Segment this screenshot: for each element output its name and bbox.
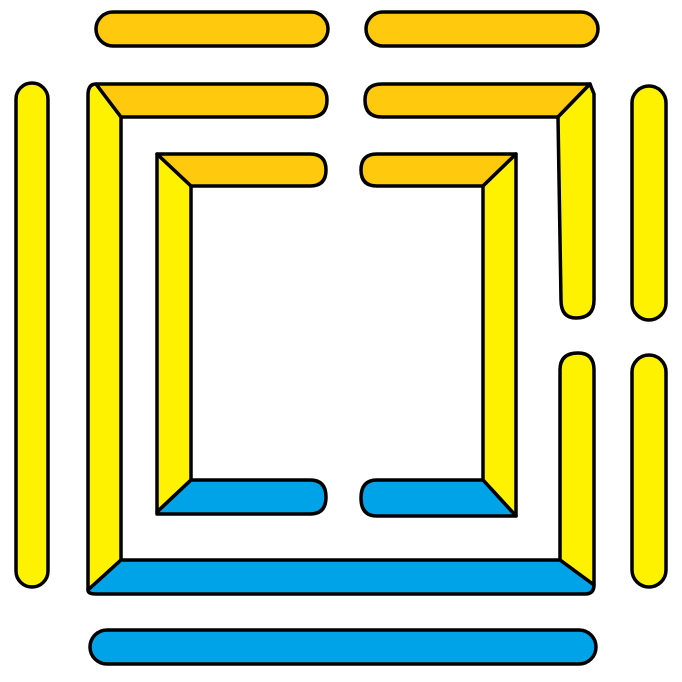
inner-frame-bottom-right <box>359 478 518 518</box>
outer-right-lower-bar <box>630 353 668 589</box>
inner-frame-left-side <box>155 152 193 514</box>
inner-frame-bottom-left <box>155 478 328 516</box>
inner-frame-right-side <box>481 152 518 518</box>
outer-top-right-bar <box>364 10 600 48</box>
middle-frame-top-left <box>94 82 329 119</box>
middle-frame-bottom <box>86 558 596 596</box>
outer-top-left-bar <box>94 10 330 48</box>
outer-bottom-bar <box>88 628 598 666</box>
middle-frame-right-upper <box>556 82 596 320</box>
middle-frame-top-right <box>363 82 592 119</box>
outer-left-bar <box>14 81 50 589</box>
outer-right-upper-bar <box>630 84 668 322</box>
inner-frame-top-right <box>359 152 518 188</box>
middle-frame-left-side <box>86 82 123 592</box>
inner-frame-top-left <box>155 152 328 188</box>
middle-frame-right-lower <box>558 351 596 587</box>
